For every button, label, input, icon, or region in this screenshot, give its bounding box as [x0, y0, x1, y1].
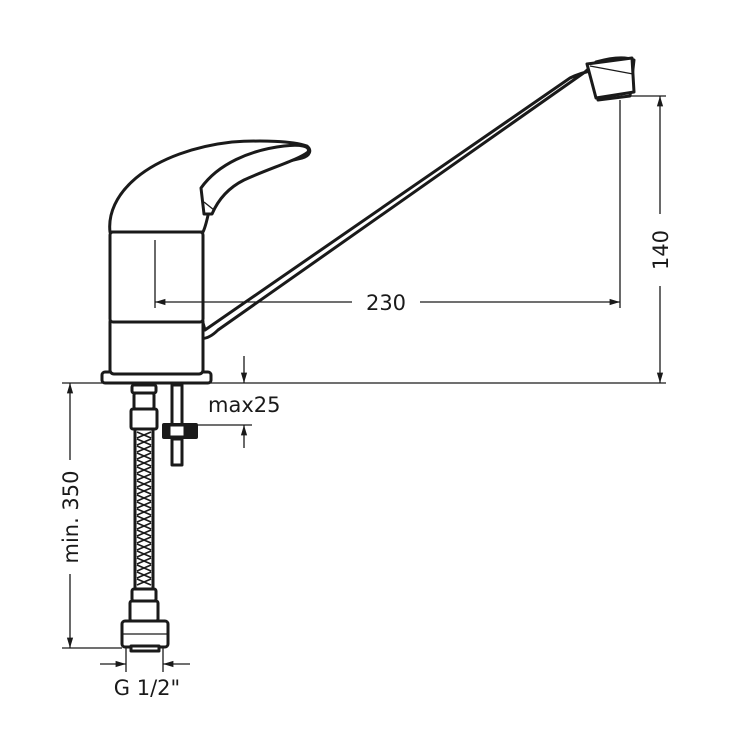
body-lower [108, 316, 205, 376]
spout-tip [585, 56, 636, 100]
dim-min-hose-length: min. 350 [59, 470, 83, 563]
dim-max-deck-thickness: max25 [208, 393, 280, 417]
dimension-lines [62, 95, 666, 672]
dim-spout-reach: 230 [366, 291, 406, 315]
dim-spout-height: 140 [649, 230, 673, 270]
dim-connection-thread: G 1/2" [114, 676, 180, 700]
lever-handle [199, 143, 310, 216]
supply-hose [120, 383, 170, 653]
mounting-stud [162, 383, 198, 467]
spout [196, 56, 636, 340]
body-upper [108, 230, 205, 324]
faucet-outline [100, 56, 636, 385]
